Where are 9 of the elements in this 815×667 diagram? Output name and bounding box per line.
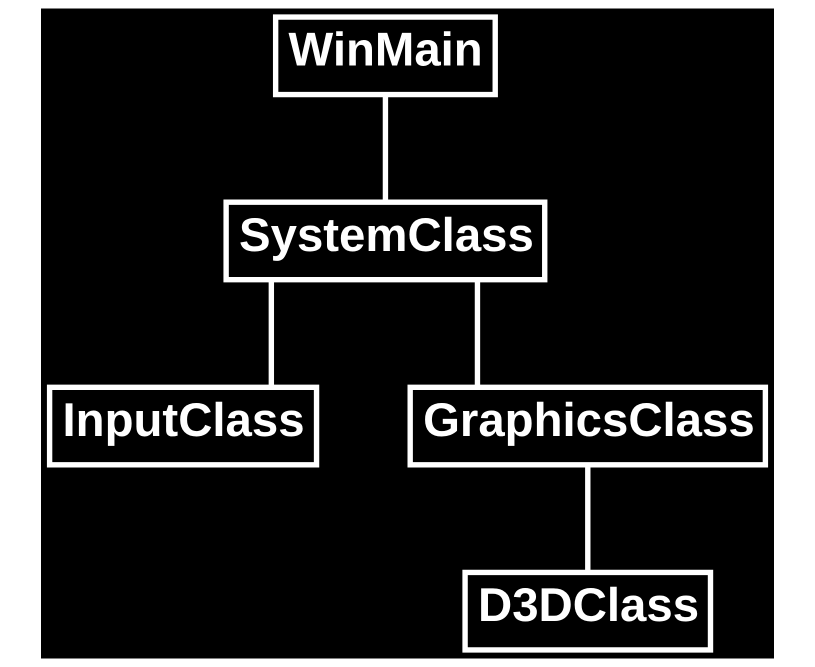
connector: [382, 95, 388, 202]
connector: [585, 465, 590, 572]
connector: [474, 280, 480, 387]
node-box: SystemClass: [223, 200, 548, 282]
node-box: InputClass: [46, 384, 320, 468]
node-box: D3DClass: [462, 570, 714, 653]
node-box: GraphicsClass: [408, 384, 768, 468]
node-box: WinMain: [272, 14, 498, 98]
connector: [268, 280, 274, 387]
